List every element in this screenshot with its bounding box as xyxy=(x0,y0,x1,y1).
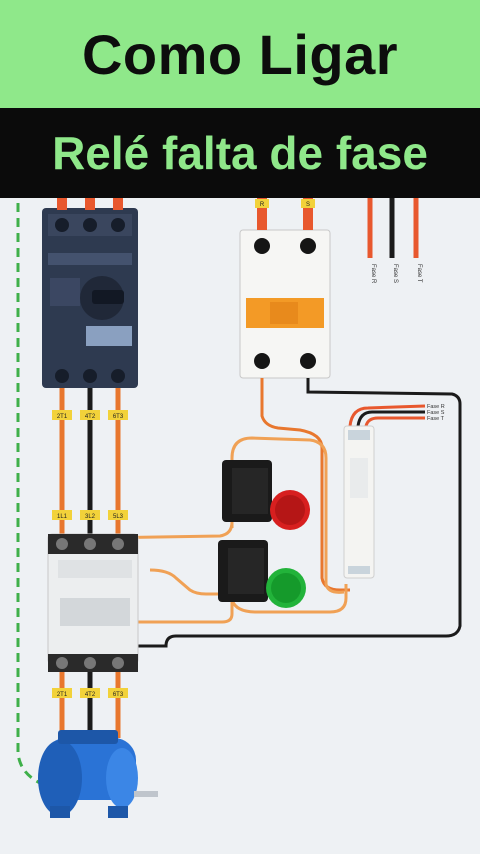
motor-icon xyxy=(38,730,158,818)
supply-wires: Fase R Fase S Fase T xyxy=(367,198,422,284)
contactor-in-label-1: 1L1 xyxy=(57,514,68,520)
supply-label-3: Fase T xyxy=(416,264,422,283)
motor-protector-icon xyxy=(42,208,138,388)
contactor-in-label-2: 3L2 xyxy=(85,514,96,520)
protector-out-label-2: 4T2 xyxy=(85,414,96,420)
contactor-output-labels: 2T1 4T2 6T3 xyxy=(52,688,128,698)
ground-wire xyxy=(16,203,41,785)
start-button-icon xyxy=(218,540,306,608)
subtitle-banner: Relé falta de fase xyxy=(0,108,480,198)
stop-button-icon xyxy=(222,460,310,530)
contactor-icon xyxy=(47,533,139,672)
contactor-input-labels: 1L1 3L2 5L3 xyxy=(52,510,128,520)
contactor-out-label-3: 6T3 xyxy=(113,692,124,698)
protector-output-labels: 2T1 4T2 6T3 xyxy=(52,410,128,420)
wiring-diagram-svg: 2T1 4T2 6T3 1L1 3L2 5L3 xyxy=(16,198,462,818)
page-subtitle: Relé falta de fase xyxy=(52,127,428,179)
page-title: Como Ligar xyxy=(81,22,399,86)
protector-out-label-1: 2T1 xyxy=(57,414,68,420)
phase-relay-icon xyxy=(343,425,375,579)
supply-label-1: Fase R xyxy=(370,264,376,284)
contactor-out-label-1: 2T1 xyxy=(57,692,68,698)
breaker-top-labels: R S xyxy=(255,199,315,208)
breaker-icon xyxy=(239,229,331,379)
breaker-top-label-2: S xyxy=(306,202,310,208)
relay-input-label-1: Fase R xyxy=(427,404,445,410)
contactor-out-label-2: 4T2 xyxy=(85,692,96,698)
relay-input-wires: Fase R Fase S Fase T xyxy=(348,404,445,427)
relay-input-label-2: Fase S xyxy=(427,410,445,416)
protector-out-label-3: 6T3 xyxy=(113,414,124,420)
relay-input-label-3: Fase T xyxy=(427,416,445,422)
wiring-diagram: 2T1 4T2 6T3 1L1 3L2 5L3 xyxy=(0,198,480,854)
title-banner: Como Ligar xyxy=(0,0,480,108)
supply-label-2: Fase S xyxy=(392,264,398,283)
breaker-top-label-1: R xyxy=(260,202,265,208)
contactor-in-label-3: 5L3 xyxy=(113,514,124,520)
